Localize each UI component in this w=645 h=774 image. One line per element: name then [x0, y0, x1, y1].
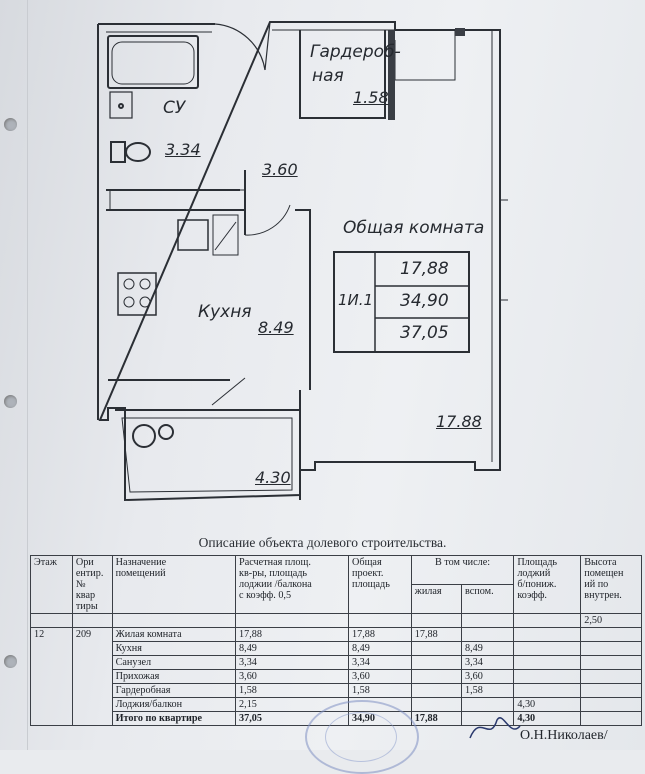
- room-name: Жилая комната: [111, 627, 237, 642]
- total-living: 17,88: [410, 711, 463, 726]
- kitchen-area: 8.49: [258, 318, 294, 337]
- room-name: Кухня: [111, 641, 237, 656]
- room-loggia-area: [513, 655, 582, 670]
- bathroom-area: 3.34: [165, 140, 201, 159]
- room-name: Гардеробная: [111, 683, 237, 698]
- floor-value: 12: [30, 627, 73, 726]
- room-living-area: [410, 641, 463, 656]
- room-height-cell: [580, 697, 642, 712]
- room-height-cell: [580, 683, 642, 698]
- room-height-cell: [580, 627, 642, 642]
- signatory-name: О.Н.Николаев/: [520, 728, 608, 743]
- header-calc-area: Расчетная площ. кв-ры, площадь лоджии /б…: [235, 555, 350, 614]
- punch-hole: [4, 655, 17, 668]
- room-aux-area: 8,49: [461, 641, 515, 656]
- header-purpose: Назначение помещений: [111, 555, 237, 614]
- room-living-area: 17,88: [410, 627, 463, 642]
- floor-plan: Гардероб- ная 1.58 СУ 3.34 3.60 Общая ко…: [97, 21, 508, 502]
- living-room-label: Общая комната: [343, 218, 485, 238]
- header-room-height: Высота помещен ий по внутрен.: [580, 555, 642, 614]
- header-apartment-number: Ори ентир. № квар тиры: [71, 555, 113, 614]
- room-calc-area: 17,88: [235, 627, 350, 642]
- description-title: Описание объекта долевого строительства.: [198, 535, 447, 550]
- room-living-area: [410, 669, 463, 684]
- room-loggia-area: [513, 627, 582, 642]
- binding-margin-line: [27, 0, 28, 750]
- header-including: В том числе:: [410, 555, 515, 585]
- room-loggia-area: [513, 641, 582, 656]
- room-aux-area: [461, 627, 515, 642]
- room-aux-area: 1,58: [461, 683, 515, 698]
- room-height-cell: [580, 655, 642, 670]
- room-aux-area: 3,34: [461, 655, 515, 670]
- room-height-cell: [580, 641, 642, 656]
- table-height-row: 2,50: [30, 613, 642, 628]
- header-loggia-area: Площадь лоджий б/пониж. коэфф.: [513, 555, 582, 614]
- room-loggia-area: [513, 669, 582, 684]
- header-auxiliary: вспом.: [461, 584, 515, 614]
- total-aux: [461, 711, 515, 726]
- wardrobe-area: 1.58: [353, 88, 389, 107]
- room-calc-area: 3,34: [235, 655, 350, 670]
- room-aux-area: 3,60: [461, 669, 515, 684]
- total-height-cell: [580, 711, 642, 726]
- legend-apartment-type: 1И.1: [338, 291, 374, 309]
- room-loggia-area: [513, 683, 582, 698]
- header-living: жилая: [410, 584, 463, 614]
- room-name: Прихожая: [111, 669, 237, 684]
- apartment-spec-table: Этаж Ори ентир. № квар тиры Назначение п…: [30, 555, 642, 726]
- legend-total-with-loggia: 37,05: [400, 323, 449, 343]
- room-total-area: 3,60: [348, 669, 412, 684]
- loggia-area: 4.30: [255, 468, 291, 487]
- header-floor: Этаж: [30, 555, 73, 614]
- table-header-row: Этаж Ори ентир. № квар тиры Назначение п…: [30, 555, 642, 614]
- room-total-area: 8,49: [348, 641, 412, 656]
- room-total-area: 17,88: [348, 627, 412, 642]
- wardrobe-label-line2: ная: [312, 66, 344, 86]
- room-living-area: [410, 655, 463, 670]
- room-name: Лоджия/балкон: [111, 697, 237, 712]
- room-calc-area: 8,49: [235, 641, 350, 656]
- handwritten-signature: [469, 717, 521, 739]
- punch-hole: [4, 395, 17, 408]
- legend-living-area: 17,88: [400, 259, 449, 279]
- room-height-cell: [580, 669, 642, 684]
- floor-plan-drawing: [97, 21, 508, 502]
- height-value: 2,50: [580, 613, 642, 628]
- total-name: Итого по квартире: [111, 711, 237, 726]
- apartment-number-value: 209: [71, 627, 113, 726]
- total-loggia: 4,30: [513, 711, 582, 726]
- room-name: Санузел: [111, 655, 237, 670]
- legend-total-area: 34,90: [400, 291, 449, 311]
- organization-stamp-inner: [325, 712, 397, 762]
- punch-hole: [4, 118, 17, 131]
- hall-area: 3.60: [262, 160, 298, 179]
- header-total-projected: Общая проект. площадь: [348, 555, 412, 614]
- room-calc-area: 3,60: [235, 669, 350, 684]
- room-living-area: [410, 683, 463, 698]
- living-room-area: 17.88: [436, 412, 482, 431]
- bathroom-label: СУ: [163, 98, 186, 118]
- room-living-area: [410, 697, 463, 712]
- room-total-area: 1,58: [348, 683, 412, 698]
- room-calc-area: 1,58: [235, 683, 350, 698]
- kitchen-label: Кухня: [198, 302, 252, 322]
- wardrobe-label-line1: Гардероб-: [310, 42, 401, 62]
- table-subheader-row: жилая вспом.: [31, 584, 642, 614]
- room-total-area: 3,34: [348, 655, 412, 670]
